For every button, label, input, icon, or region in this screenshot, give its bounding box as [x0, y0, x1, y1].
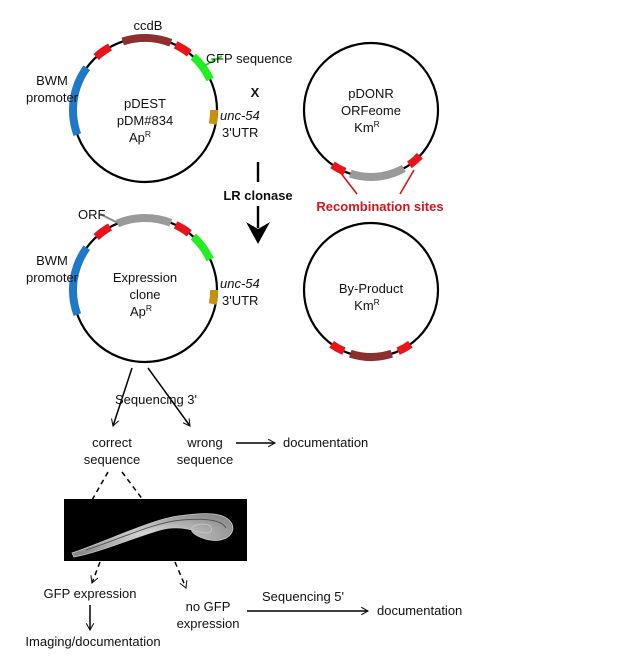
lr-arrow-head — [246, 222, 270, 244]
pdest-bwm-label: BWM — [36, 73, 68, 88]
pdest-plasmid: ccdB GFP sequence BWM promoter pDEST pDM… — [26, 18, 292, 184]
expression-name-1: Expression — [113, 270, 177, 285]
byproduct-resistance: KmR — [354, 297, 380, 313]
pdest-gfp-label: GFP sequence — [206, 51, 292, 66]
pdonr-orf-segment — [349, 164, 406, 181]
cross-symbol: X — [251, 85, 260, 100]
documentation-label-2: documentation — [377, 603, 462, 618]
sequencing-flow: Sequencing 3' correct sequence wrong seq… — [25, 367, 462, 649]
pdest-ccdb-label: ccdB — [134, 18, 163, 33]
sequencing-3-label: Sequencing 3' — [115, 392, 197, 407]
expression-promoter-label: promoter — [26, 270, 79, 285]
pdonr-site-right — [407, 152, 423, 169]
pdest-promoter-segment — [69, 65, 91, 136]
pdest-number: pDM#834 — [117, 113, 173, 128]
pdonr-resistance: KmR — [354, 119, 380, 135]
wrong-sequence-label-1: wrong — [186, 435, 222, 450]
pdonr-name: pDONR — [348, 86, 394, 101]
expression-orf-segment — [115, 214, 173, 228]
pdonr-library: ORFeome — [341, 103, 401, 118]
dashed-to-image-right — [121, 471, 144, 501]
no-gfp-label-2: expression — [177, 616, 240, 631]
arrow-to-no-gfp — [174, 561, 188, 589]
pdest-site-right — [173, 41, 192, 57]
byproduct-site-left — [329, 340, 346, 355]
orf-pointer-line — [99, 213, 119, 224]
pdonr-site-left — [330, 161, 347, 176]
recombination-pointer-left — [339, 171, 358, 195]
expression-promoter-segment — [69, 245, 91, 316]
pdest-ccdb-segment — [121, 34, 173, 47]
pdest-promoter-label: promoter — [26, 90, 79, 105]
documentation-label-1: documentation — [283, 435, 368, 450]
sequencing-5-label: Sequencing 5' — [262, 589, 344, 604]
byproduct-site-right — [396, 340, 413, 355]
pdest-resistance: ApR — [129, 129, 151, 145]
expression-site-right — [173, 221, 192, 237]
arrow-to-correct — [111, 367, 133, 428]
correct-sequence-label-1: correct — [92, 435, 132, 450]
byproduct-plasmid: By-Product KmR — [302, 221, 440, 361]
expression-site-left — [93, 223, 113, 241]
expression-name-2: clone — [129, 287, 160, 302]
expression-clone-plasmid: ORF BWM promoter Expression clone ApR un… — [26, 207, 260, 364]
arrow-to-wrong — [147, 367, 191, 427]
expression-gfp-segment — [190, 233, 214, 262]
lr-clonase-label: LR clonase — [223, 188, 292, 203]
expression-resistance: ApR — [130, 303, 152, 319]
recombination-sites-label: Recombination sites — [316, 199, 443, 214]
arrow-to-gfp-expression — [90, 561, 101, 585]
pdest-utr-label: 3'UTR — [222, 125, 258, 140]
lr-reaction: LR clonase — [223, 162, 293, 244]
expression-bwm-label: BWM — [36, 253, 68, 268]
no-gfp-label-1: no GFP — [186, 599, 231, 614]
worm-gut-line — [85, 518, 227, 551]
pdest-name: pDEST — [124, 96, 166, 111]
pdest-utr-gene: unc-54 — [220, 108, 260, 123]
expression-utr-segment — [208, 289, 219, 305]
gfp-pointer-line — [203, 55, 223, 67]
pdest-utr-segment — [208, 109, 219, 125]
byproduct-ccdb-segment — [349, 349, 393, 361]
pdest-gfp-segment — [190, 53, 214, 82]
gfp-expression-label: GFP expression — [44, 586, 137, 601]
byproduct-name: By-Product — [339, 281, 404, 296]
pdest-site-left — [93, 43, 113, 61]
expression-orf-label: ORF — [78, 207, 106, 222]
wrong-sequence-label-2: sequence — [177, 452, 233, 467]
recombination-pointer-right — [399, 169, 415, 195]
correct-sequence-label-2: sequence — [84, 452, 140, 467]
expression-utr-label: 3'UTR — [222, 293, 258, 308]
imaging-documentation-label: Imaging/documentation — [25, 634, 160, 649]
dashed-to-image-left — [91, 471, 109, 501]
worm-micrograph — [64, 499, 247, 561]
pdonr-plasmid: pDONR ORFeome KmR Recombination sites — [302, 41, 444, 214]
expression-utr-gene: unc-54 — [220, 276, 260, 291]
worm-body — [71, 513, 234, 558]
